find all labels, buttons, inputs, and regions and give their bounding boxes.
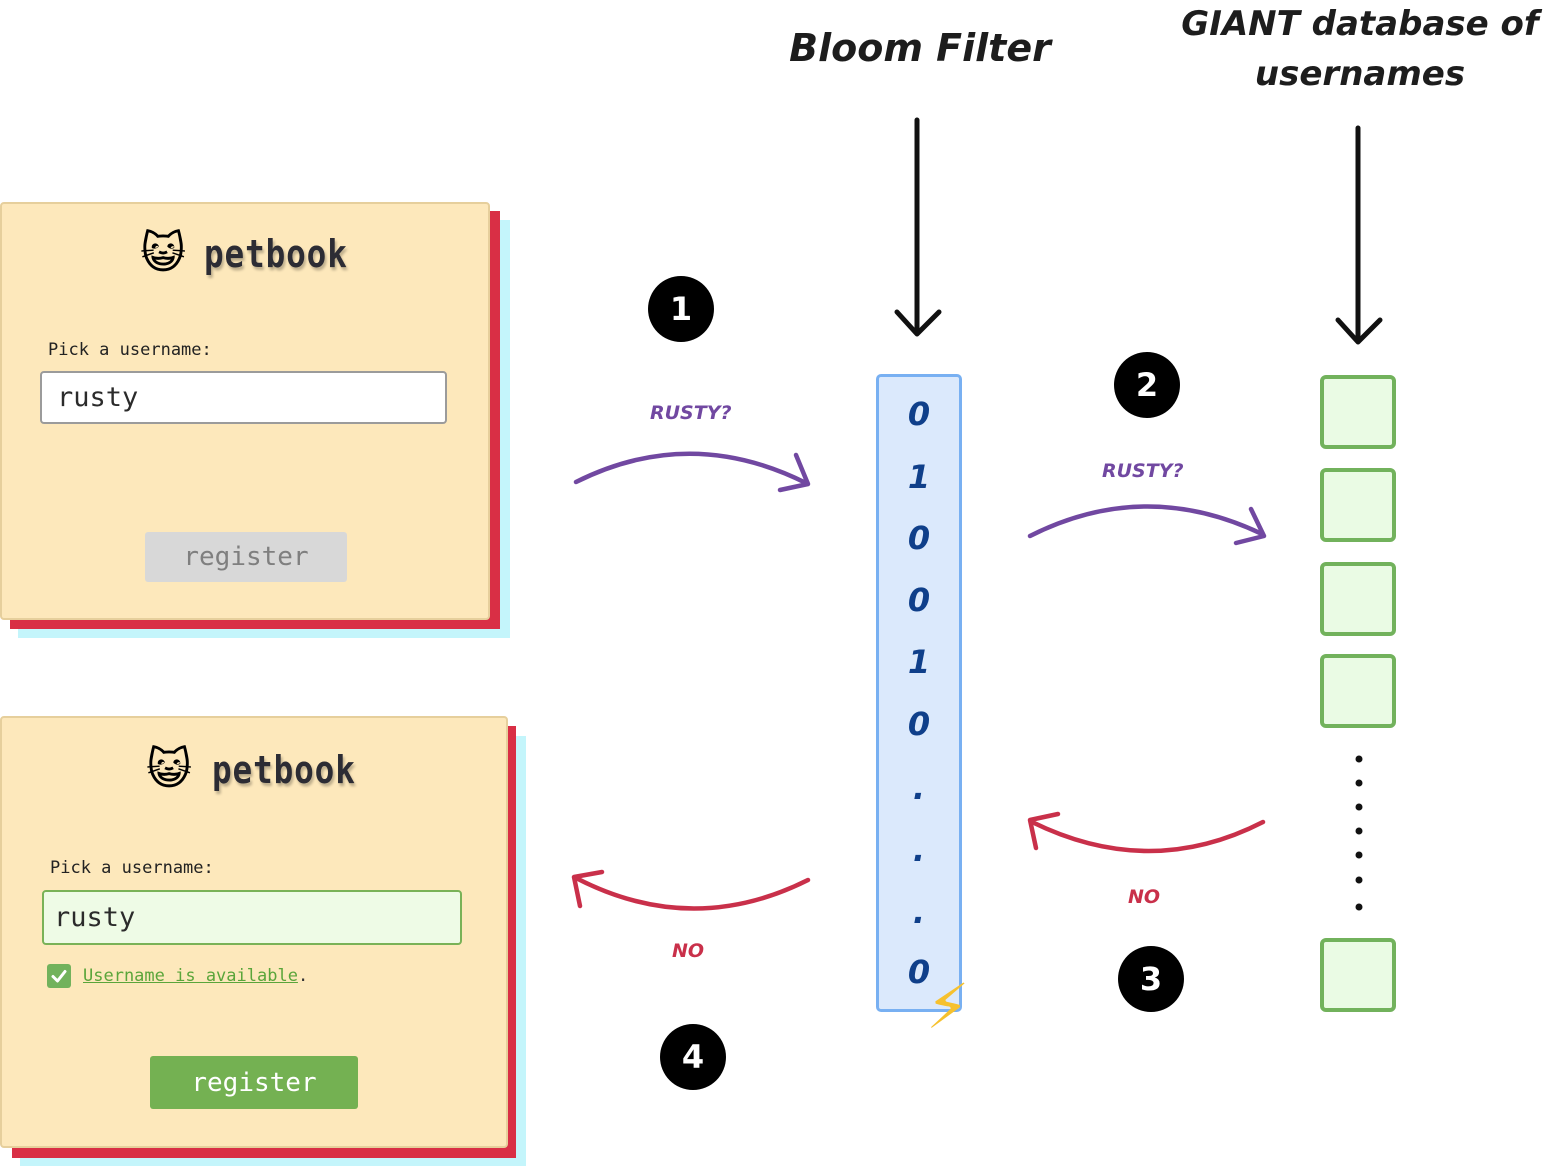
cat-emoji-icon: 😺: [140, 228, 186, 279]
bloom-bit: .: [912, 769, 926, 807]
reply-arrow-3: [1027, 811, 1266, 854]
step-4-badge: 4: [660, 1024, 726, 1090]
brand-name: petbook: [203, 231, 348, 276]
database-pointer-arrow: [1335, 125, 1383, 345]
query-arrow-2: [1027, 504, 1267, 546]
bloom-bit: 0: [907, 953, 931, 991]
bloom-bit: .: [912, 831, 926, 869]
database-slot: [1320, 468, 1396, 542]
step-3-badge: 3: [1118, 946, 1184, 1012]
bloom-filter-pointer-arrow: [894, 117, 942, 337]
availability-text: Username is available: [83, 966, 298, 986]
bottom-brand: 😺 petbook: [146, 744, 379, 795]
database-slot: [1320, 654, 1396, 728]
bloom-filter-array: [876, 374, 962, 1012]
username-label: Pick a username:: [48, 340, 212, 360]
brand-name: petbook: [211, 747, 356, 792]
database-heading-line2: usernames: [1254, 54, 1466, 94]
availability-punct: .: [297, 966, 309, 986]
register-button[interactable]: register: [150, 1056, 358, 1109]
bloom-bit: 1: [907, 458, 931, 496]
reply-label-4: NO: [672, 940, 705, 962]
bloom-bit: 1: [907, 643, 931, 681]
query-label-2: RUSTY?: [1102, 460, 1184, 482]
reply-arrow-4: [571, 869, 811, 911]
username-input[interactable]: rusty: [42, 890, 462, 945]
database-slot: [1320, 938, 1396, 1012]
step-2-badge: 2: [1114, 352, 1180, 418]
database-slot: [1320, 562, 1396, 636]
bloom-bit: 0: [907, 581, 931, 619]
checkmark-icon: [47, 964, 71, 988]
register-button-disabled[interactable]: register: [145, 532, 347, 582]
query-label-1: RUSTY?: [650, 402, 732, 424]
username-input[interactable]: rusty: [40, 371, 447, 424]
bloom-bit: 0: [907, 519, 931, 557]
bloom-bit: 0: [907, 395, 931, 433]
cat-emoji-icon: 😺: [146, 744, 192, 795]
query-arrow-1: [573, 451, 811, 493]
bloom-bit: 0: [907, 705, 931, 743]
step-1-badge: 1: [648, 276, 714, 342]
database-slot: [1320, 375, 1396, 449]
reply-label-3: NO: [1128, 886, 1161, 908]
database-heading-line1: GIANT database of: [1181, 4, 1539, 44]
availability-status: Username is available .: [47, 964, 308, 988]
bloom-bit: .: [912, 893, 926, 931]
database-more-ellipsis: [1355, 755, 1363, 911]
username-label: Pick a username:: [50, 858, 214, 878]
bloom-filter-heading: Bloom Filter: [789, 26, 1051, 70]
top-brand: 😺 petbook: [140, 228, 371, 279]
lightning-icon: ⚡: [926, 970, 970, 1043]
